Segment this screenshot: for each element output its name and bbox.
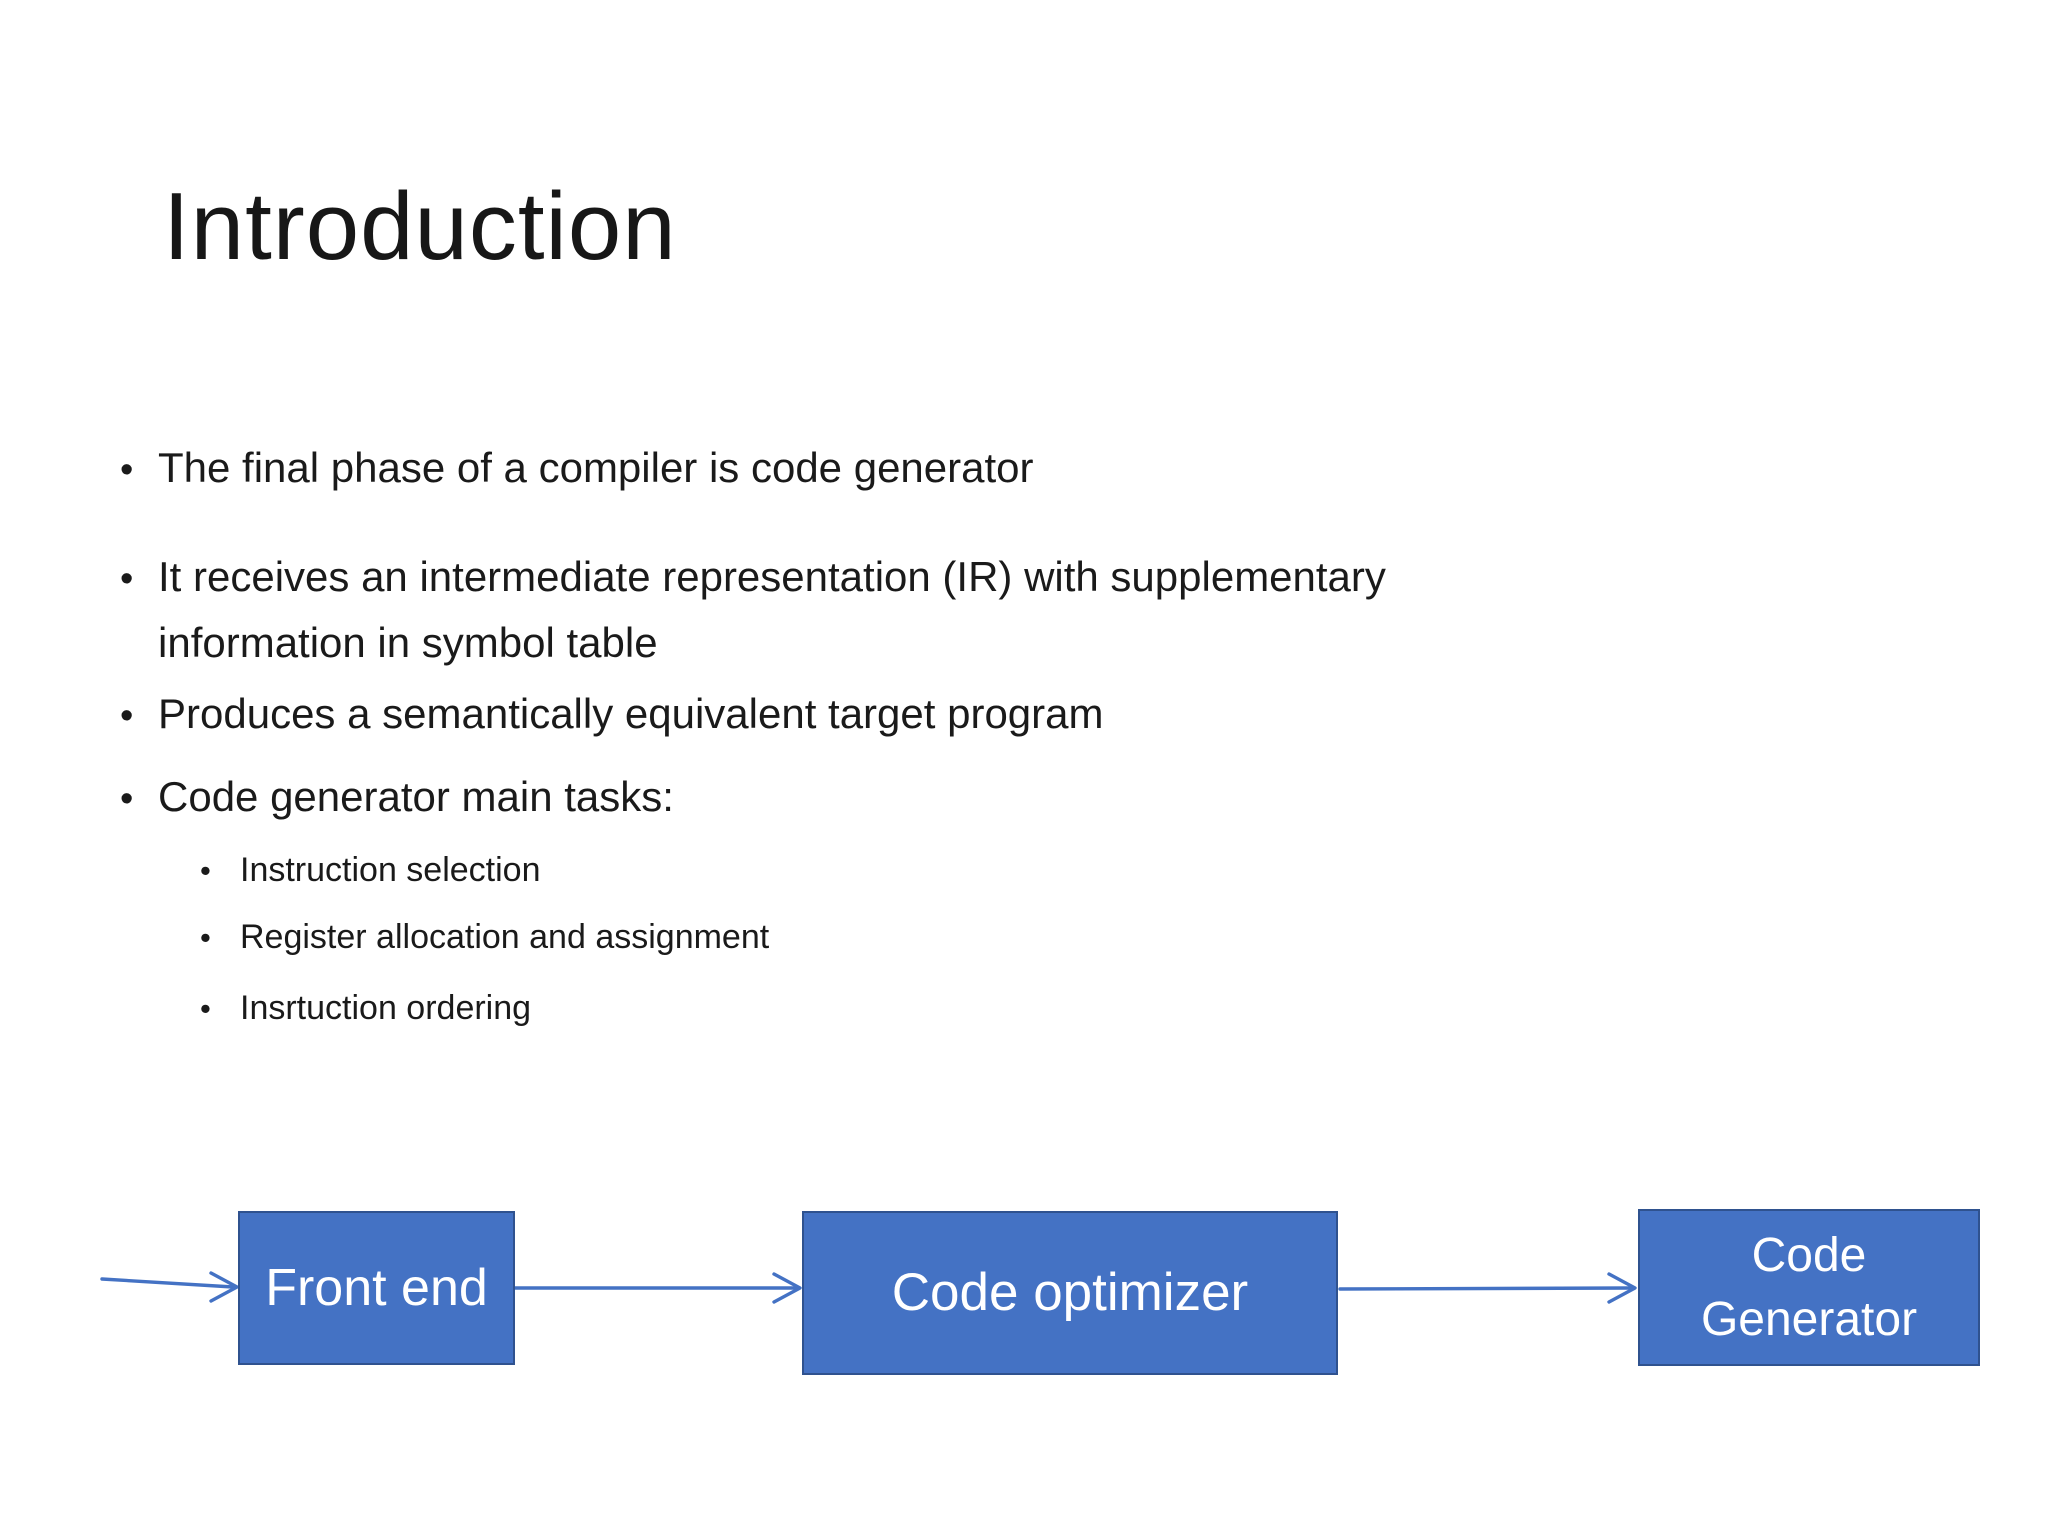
page-title: Introduction xyxy=(163,173,677,280)
bullet-item: • It receives an intermediate representa… xyxy=(120,553,1386,600)
bullet-item: • Code generator main tasks: xyxy=(120,773,674,820)
bullet-line: Instruction selection xyxy=(240,851,541,889)
bullet-marker: • xyxy=(200,853,211,888)
bullet-marker: • xyxy=(120,449,134,491)
bullet-marker: • xyxy=(200,920,211,955)
code-optimizer-box: Code optimizer xyxy=(802,1211,1338,1375)
bullet-marker: • xyxy=(120,778,134,820)
bullet-line: Register allocation and assignment xyxy=(240,918,770,956)
box-label: Generator xyxy=(1700,1292,1918,1346)
front-end-box: Front end xyxy=(238,1211,515,1365)
code-generator-box: Code Generator xyxy=(1638,1209,1980,1366)
bullet-line: Produces a semantically equivalent targe… xyxy=(158,690,1104,737)
sub-bullet-item: • Register allocation and assignment xyxy=(200,920,769,954)
arrow-optimizer-to-generator xyxy=(1338,1272,1637,1304)
box-label: Code xyxy=(1751,1229,1867,1283)
bullet-item: • The final phase of a compiler is code … xyxy=(120,444,1034,491)
bullet-marker: • xyxy=(200,991,211,1026)
arrow-into-front-end xyxy=(100,1271,239,1303)
bullet-line: information in symbol table xyxy=(158,619,658,666)
bullet-marker: • xyxy=(120,695,134,737)
sub-bullet-item: • Insrtuction ordering xyxy=(200,991,531,1025)
bullet-item: • Produces a semantically equivalent tar… xyxy=(120,690,1104,737)
box-label: Front end xyxy=(265,1258,488,1317)
bullet-marker: • xyxy=(120,558,134,600)
bullet-line: It receives an intermediate representati… xyxy=(158,553,1386,600)
bullet-line: The final phase of a compiler is code ge… xyxy=(158,444,1034,491)
bullet-line: Code generator main tasks: xyxy=(158,773,674,820)
bullet-line: Insrtuction ordering xyxy=(240,989,532,1027)
box-label: Code optimizer xyxy=(891,1263,1249,1323)
arrow-front-end-to-optimizer xyxy=(513,1272,802,1304)
sub-bullet-item: • Instruction selection xyxy=(200,853,541,887)
bullet-item-continuation: information in symbol table xyxy=(158,622,658,664)
